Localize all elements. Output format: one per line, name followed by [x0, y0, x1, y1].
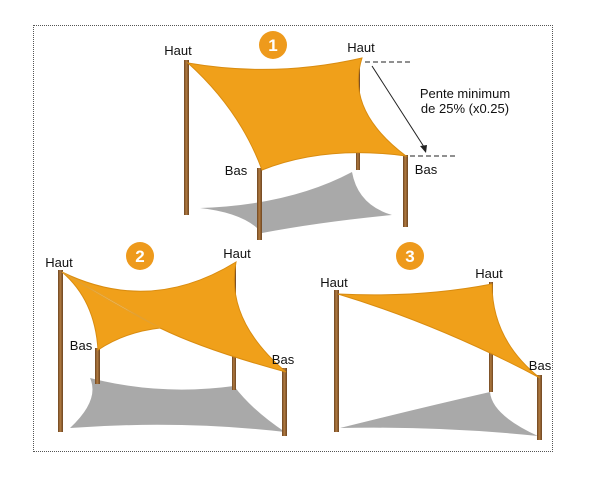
pole-2-mid-low	[95, 348, 100, 384]
badge-1	[259, 31, 287, 59]
label-2-haut-right: Haut	[223, 246, 251, 261]
label-1-bas-left: Bas	[225, 163, 248, 178]
label-3-haut-left: Haut	[320, 275, 348, 290]
shadow-2	[70, 378, 285, 432]
badge-1-number: 1	[268, 36, 277, 55]
badge-3	[396, 242, 424, 270]
pole-1-front-left	[184, 60, 189, 215]
pole-1-front-right	[403, 155, 408, 227]
badge-3-number: 3	[405, 247, 414, 266]
sail-1	[186, 57, 408, 171]
slope-arrow	[371, 65, 427, 151]
label-1-haut-left: Haut	[164, 43, 192, 58]
label-3-haut-right: Haut	[475, 266, 503, 281]
label-2-bas-right: Bas	[272, 352, 295, 367]
diagram-1: 1 Haut Haut Bas Bas Pente minimum de 25%…	[164, 31, 510, 240]
badge-2	[126, 242, 154, 270]
slope-text-line1: Pente minimum	[420, 86, 510, 101]
sail-2-back	[61, 260, 287, 373]
diagram-2: 2 Haut Haut Bas Bas	[45, 242, 295, 436]
shadow-1	[200, 172, 392, 233]
label-1-haut-right: Haut	[347, 40, 375, 55]
shadow-3	[340, 392, 538, 436]
slope-arrow-head	[420, 145, 427, 153]
pole-2-front-right	[282, 368, 287, 436]
sail-3	[337, 283, 541, 379]
slope-text-line2: de 25% (x0.25)	[421, 101, 509, 116]
sail-2-fold	[61, 271, 161, 329]
pole-3-left	[334, 290, 339, 432]
label-1-bas-right: Bas	[415, 162, 438, 177]
pole-3-front-right	[537, 375, 542, 440]
pole-2-left	[58, 270, 63, 432]
label-3-bas-right: Bas	[529, 358, 552, 373]
label-2-haut-left: Haut	[45, 255, 73, 270]
dotted-frame	[33, 25, 553, 452]
label-2-bas-left: Bas	[70, 338, 93, 353]
badge-2-number: 2	[135, 247, 144, 266]
diagram-3: 3 Haut Haut Bas	[320, 242, 552, 440]
pole-1-left-low	[257, 168, 262, 240]
